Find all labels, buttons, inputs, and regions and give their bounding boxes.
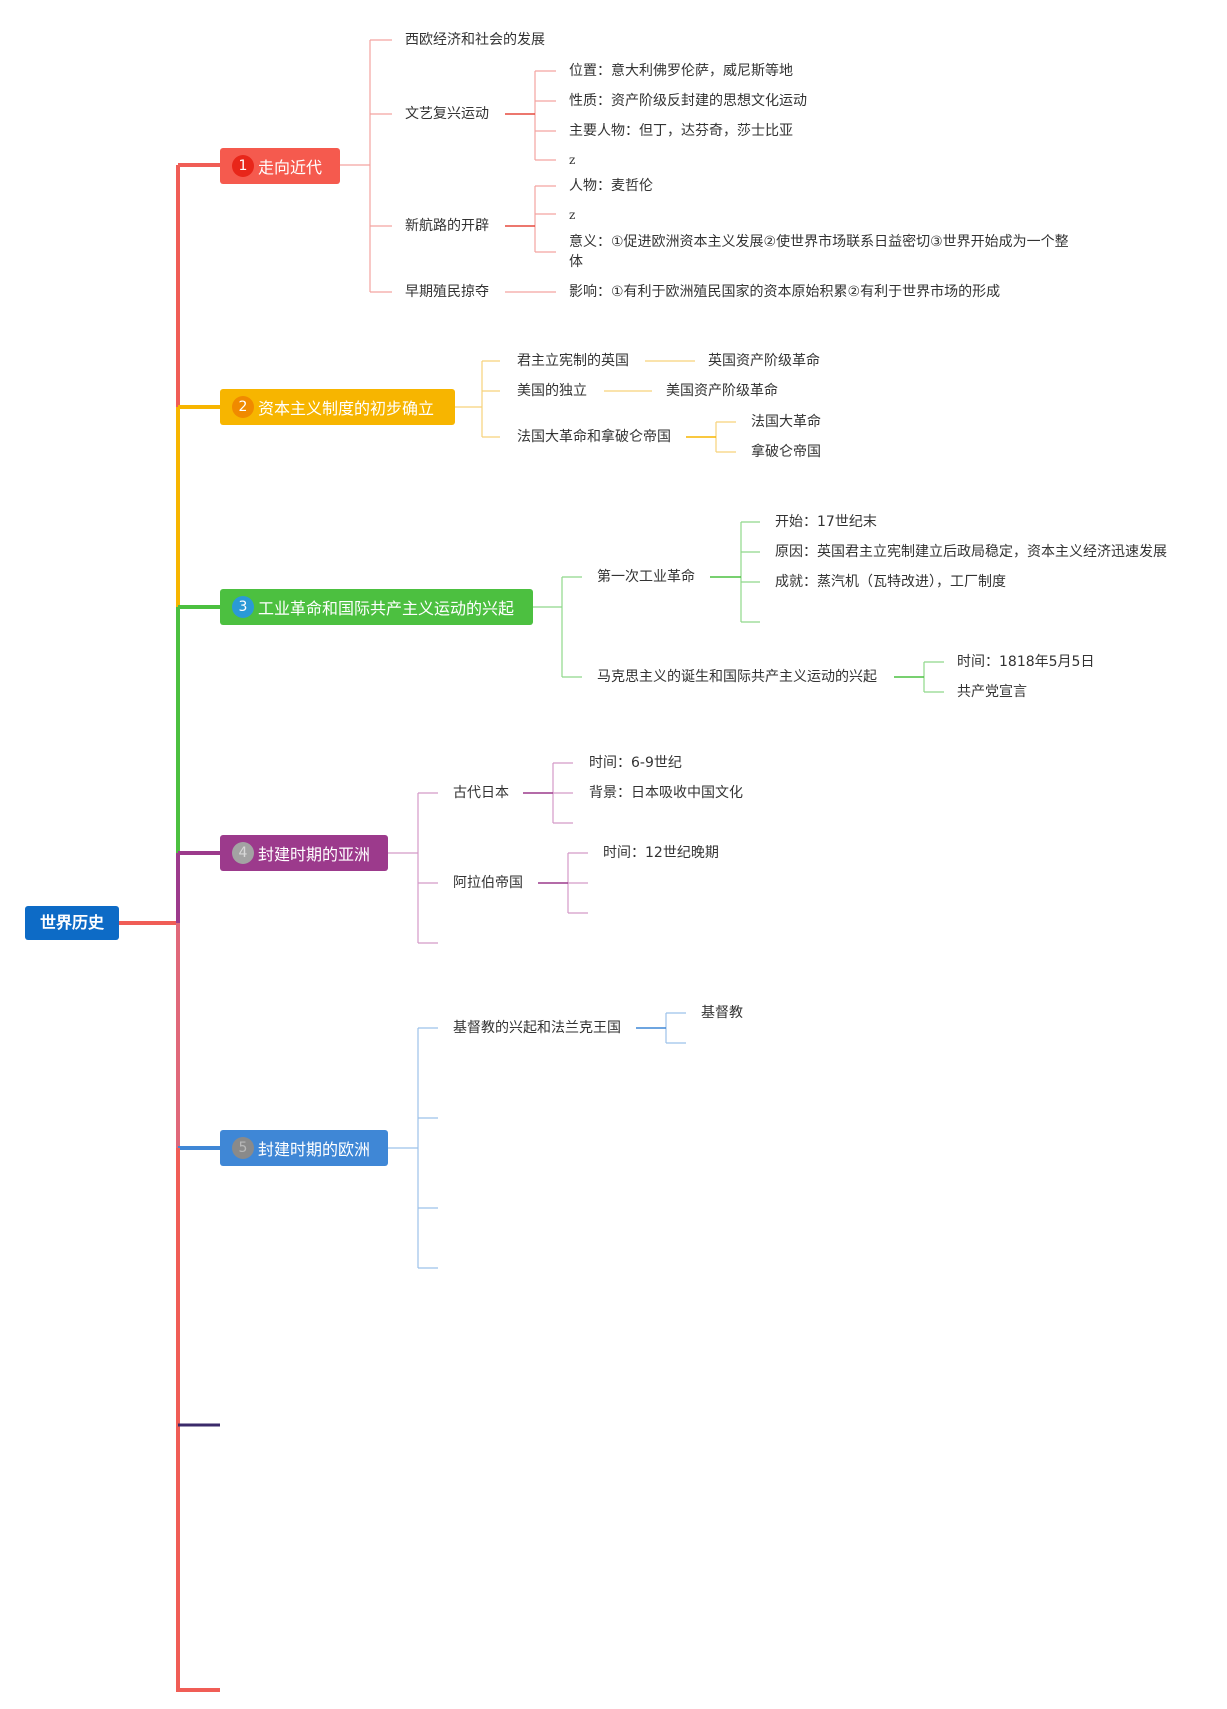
node-colonial-plunder[interactable]: 早期殖民掠夺 <box>405 284 489 300</box>
node-renaissance-z[interactable]: z <box>569 153 576 167</box>
node-colonial-impact[interactable]: 影响：①有利于欧洲殖民国家的资本原始积累②有利于世界市场的形成 <box>569 284 1001 300</box>
number-1-icon: 1 <box>232 155 254 177</box>
node-first-industrial-revolution[interactable]: 第一次工业革命 <box>597 569 695 585</box>
root-node[interactable]: 世界历史 <box>25 906 119 940</box>
node-constitutional-britain[interactable]: 君主立宪制的英国 <box>517 353 629 369</box>
node-christianity-frankish[interactable]: 基督教的兴起和法兰克王国 <box>453 1020 621 1036</box>
node-industrial-cause[interactable]: 原因：英国君主立宪制建立后政局稳定，资本主义经济迅速发展 <box>775 544 1167 560</box>
node-west-europe-economy[interactable]: 西欧经济和社会的发展 <box>405 32 545 48</box>
node-ancient-japan[interactable]: 古代日本 <box>453 785 509 801</box>
number-3-icon: 3 <box>232 596 254 618</box>
node-new-routes-significance[interactable]: 意义：①促进欧洲资本主义发展②使世界市场联系日益密切③世界开始成为一个整体 <box>569 234 1069 270</box>
node-new-routes-z[interactable]: z <box>569 208 576 222</box>
branch-2-label: 资本主义制度的初步确立 <box>258 399 435 418</box>
node-marxism-birth[interactable]: 马克思主义的诞生和国际共产主义运动的兴起 <box>597 669 877 685</box>
branch-4-label: 封建时期的亚洲 <box>258 845 371 864</box>
node-renaissance[interactable]: 文艺复兴运动 <box>405 106 489 122</box>
node-renaissance-people[interactable]: 主要人物：但丁，达芬奇，莎士比亚 <box>569 123 793 139</box>
number-2-icon: 2 <box>232 396 254 418</box>
number-5-icon: 5 <box>232 1137 254 1159</box>
node-industrial-start[interactable]: 开始：17世纪末 <box>775 514 877 530</box>
branch-2-node[interactable]: 2 资本主义制度的初步确立 <box>220 389 455 425</box>
node-marxism-time[interactable]: 时间：1818年5月5日 <box>957 654 1095 670</box>
node-renaissance-nature[interactable]: 性质：资产阶级反封建的思想文化运动 <box>569 93 807 109</box>
node-french-revolution-napoleon[interactable]: 法国大革命和拿破仑帝国 <box>517 429 671 445</box>
node-english-revolution[interactable]: 英国资产阶级革命 <box>708 353 820 369</box>
branch-5-node[interactable]: 5 封建时期的欧洲 <box>220 1130 388 1166</box>
number-4-icon: 4 <box>232 842 254 864</box>
branch-1-label: 走向近代 <box>258 158 323 177</box>
branch-1-node[interactable]: 1 走向近代 <box>220 148 340 184</box>
node-christianity[interactable]: 基督教 <box>701 1005 743 1021</box>
node-japan-background[interactable]: 背景：日本吸收中国文化 <box>589 785 743 801</box>
node-arab-time[interactable]: 时间：12世纪晚期 <box>603 845 719 861</box>
node-japan-time[interactable]: 时间：6-9世纪 <box>589 755 682 771</box>
node-renaissance-location[interactable]: 位置：意大利佛罗伦萨，威尼斯等地 <box>569 63 793 79</box>
branch-3-node[interactable]: 3 工业革命和国际共产主义运动的兴起 <box>220 589 533 625</box>
node-new-routes-person[interactable]: 人物：麦哲伦 <box>569 178 653 194</box>
branch-4-node[interactable]: 4 封建时期的亚洲 <box>220 835 388 871</box>
node-napoleon-empire[interactable]: 拿破仑帝国 <box>751 444 821 460</box>
node-american-independence[interactable]: 美国的独立 <box>517 383 587 399</box>
node-french-revolution[interactable]: 法国大革命 <box>751 414 821 430</box>
node-communist-manifesto[interactable]: 共产党宣言 <box>957 684 1027 700</box>
node-industrial-achievement[interactable]: 成就：蒸汽机（瓦特改进），工厂制度 <box>775 574 1006 590</box>
branch-5-label: 封建时期的欧洲 <box>258 1140 371 1159</box>
branch-3-label: 工业革命和国际共产主义运动的兴起 <box>258 599 515 618</box>
node-american-revolution[interactable]: 美国资产阶级革命 <box>666 383 778 399</box>
node-arab-empire[interactable]: 阿拉伯帝国 <box>453 875 523 891</box>
node-new-routes[interactable]: 新航路的开辟 <box>405 218 489 234</box>
